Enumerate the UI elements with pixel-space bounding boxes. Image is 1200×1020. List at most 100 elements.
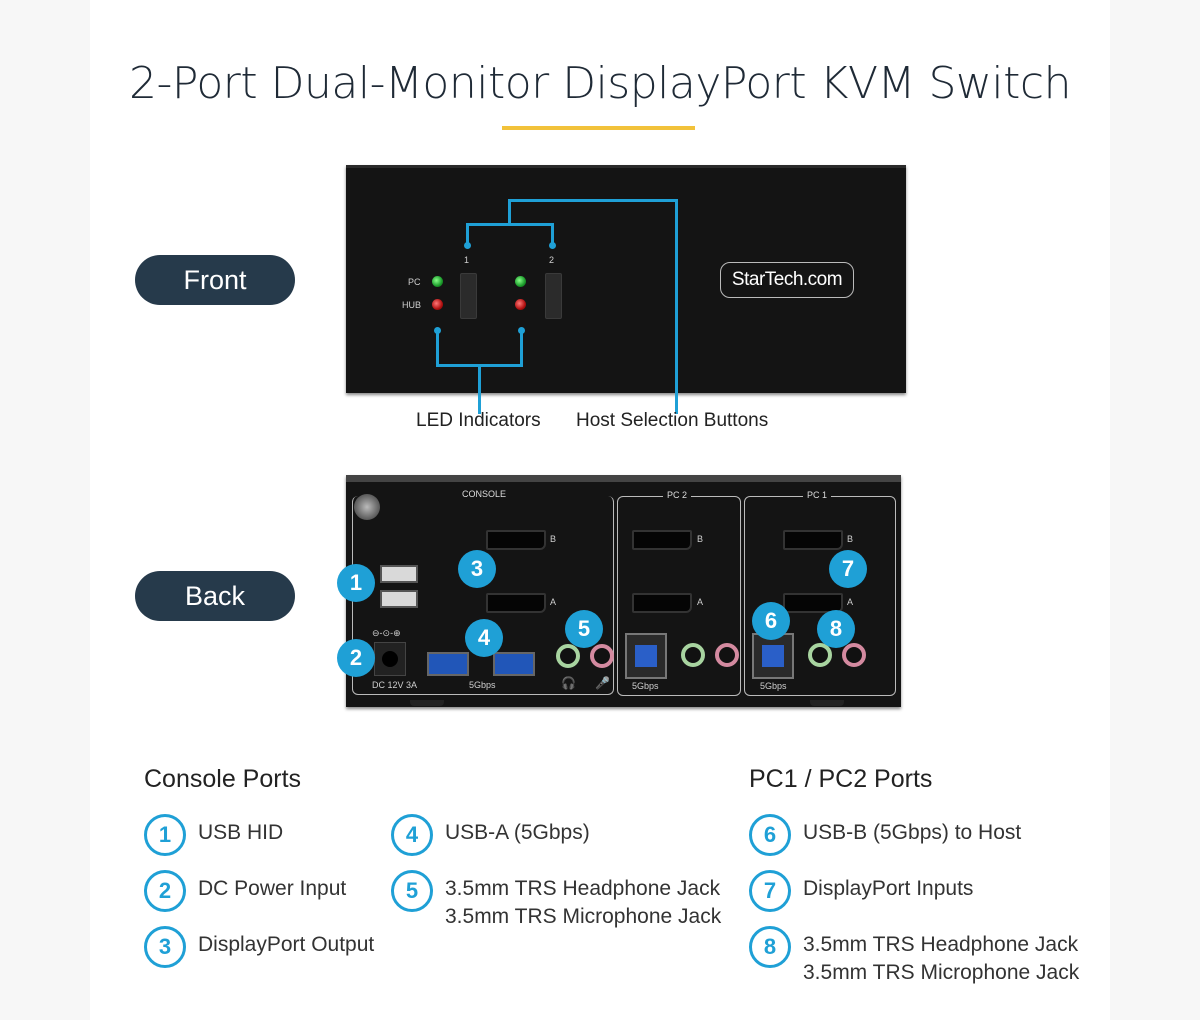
usb-speed-label: 5Gbps bbox=[469, 680, 496, 690]
ground-screw bbox=[354, 494, 380, 520]
callout-line bbox=[466, 223, 554, 226]
console-dp-b bbox=[486, 530, 546, 550]
usb-hid-port bbox=[380, 590, 418, 608]
pc2-dp-a bbox=[632, 593, 692, 613]
callout-dot bbox=[464, 242, 471, 249]
microphone-jack bbox=[842, 643, 866, 667]
legend-number: 1 bbox=[144, 814, 186, 856]
legend-number: 2 bbox=[144, 870, 186, 912]
button-number-2: 2 bbox=[549, 255, 555, 265]
pc1-dp-b bbox=[783, 530, 843, 550]
legend-text: DisplayPort Inputs bbox=[803, 877, 974, 900]
legend-number: 8 bbox=[749, 926, 791, 968]
microphone-jack bbox=[590, 644, 614, 668]
legend-number: 7 bbox=[749, 870, 791, 912]
usb-speed-label: 5Gbps bbox=[760, 681, 787, 691]
callout-line bbox=[508, 199, 511, 225]
pc2-led-green bbox=[515, 276, 526, 287]
dc-power-jack bbox=[374, 642, 406, 676]
callout-line bbox=[466, 223, 469, 245]
section-label-pc1: PC 1 bbox=[803, 490, 832, 500]
legend-number: 4 bbox=[391, 814, 433, 856]
power-rating-label: DC 12V 3A bbox=[372, 680, 418, 690]
led-label-pc: PC bbox=[408, 277, 421, 287]
legend-number: 6 bbox=[749, 814, 791, 856]
page-title: 2-Port Dual-Monitor DisplayPort KVM Swit… bbox=[129, 58, 1071, 109]
button-number-1: 1 bbox=[464, 255, 470, 265]
microphone-icon: 🎤 bbox=[595, 676, 610, 690]
callout-line bbox=[520, 330, 523, 366]
legend-number: 5 bbox=[391, 870, 433, 912]
back-label-pill: Back bbox=[135, 571, 295, 621]
callout-dot bbox=[518, 327, 525, 334]
legend-text: 3.5mm TRS Headphone Jack 3.5mm TRS Micro… bbox=[803, 933, 1080, 984]
legend-text: USB HID bbox=[198, 821, 284, 844]
section-label-console: CONSOLE bbox=[458, 489, 511, 499]
usb-a-3-port bbox=[493, 652, 535, 676]
microphone-jack bbox=[715, 643, 739, 667]
pc2-section: PC 2 bbox=[617, 490, 741, 696]
legend-item: 2 DC Power Input bbox=[144, 870, 346, 912]
headphone-jack bbox=[556, 644, 580, 668]
usb-a-3-port bbox=[427, 652, 469, 676]
pc1-section: PC 1 bbox=[744, 490, 896, 696]
pc-ports-heading: PC1 / PC2 Ports bbox=[749, 765, 933, 793]
callout-badge-8: 8 bbox=[817, 610, 855, 648]
device-foot bbox=[410, 700, 444, 706]
dp-a-label: A bbox=[550, 597, 557, 607]
legend-item: 7 DisplayPort Inputs bbox=[749, 870, 973, 912]
front-label-pill: Front bbox=[135, 255, 295, 305]
callout-line bbox=[436, 330, 439, 366]
led-label-hub: HUB bbox=[402, 300, 422, 310]
callout-badge-7: 7 bbox=[829, 550, 867, 588]
pc1-usb-b-port bbox=[752, 633, 794, 679]
device-foot bbox=[810, 700, 844, 706]
legend-number: 3 bbox=[144, 926, 186, 968]
callout-badge-2: 2 bbox=[337, 639, 375, 677]
startech-logo: StarTech.com bbox=[720, 262, 854, 298]
pc2-usb-b-port bbox=[625, 633, 667, 679]
usb-speed-label: 5Gbps bbox=[632, 681, 659, 691]
pc2-dp-b bbox=[632, 530, 692, 550]
headphone-jack bbox=[808, 643, 832, 667]
callout-line bbox=[508, 199, 678, 202]
console-ports-heading: Console Ports bbox=[144, 765, 302, 793]
dp-a-label: A bbox=[847, 597, 854, 607]
callout-badge-6: 6 bbox=[752, 602, 790, 640]
legend-item: 3 DisplayPort Output bbox=[144, 926, 374, 968]
legend-item: 1 USB HID bbox=[144, 814, 283, 856]
callout-badge-5: 5 bbox=[565, 610, 603, 648]
console-dp-a bbox=[486, 593, 546, 613]
headphone-icon: 🎧 bbox=[561, 676, 576, 690]
dp-a-label: A bbox=[697, 597, 704, 607]
headphone-jack bbox=[681, 643, 705, 667]
caption-host-selection-buttons: Host Selection Buttons bbox=[576, 410, 769, 431]
usb-hid-port bbox=[380, 565, 418, 583]
polarity-symbol: ⊖-⊙-⊕ bbox=[372, 628, 401, 638]
section-label-pc2: PC 2 bbox=[663, 490, 692, 500]
legend-text: DC Power Input bbox=[198, 877, 347, 900]
pc1-dp-a bbox=[783, 593, 843, 613]
legend-item: 5 3.5mm TRS Headphone Jack 3.5mm TRS Mic… bbox=[391, 870, 721, 931]
callout-dot bbox=[549, 242, 556, 249]
callout-badge-1: 1 bbox=[337, 564, 375, 602]
dp-b-label: B bbox=[550, 534, 557, 544]
legend-item: 4 USB-A (5Gbps) bbox=[391, 814, 590, 856]
callout-badge-4: 4 bbox=[465, 619, 503, 657]
legend-item: 8 3.5mm TRS Headphone Jack 3.5mm TRS Mic… bbox=[749, 926, 1079, 987]
callout-line bbox=[551, 223, 554, 245]
legend-item: 6 USB-B (5Gbps) to Host bbox=[749, 814, 1021, 856]
legend-text: 3.5mm TRS Headphone Jack 3.5mm TRS Micro… bbox=[445, 877, 722, 928]
title-underline bbox=[502, 126, 695, 130]
legend-text: DisplayPort Output bbox=[198, 933, 375, 956]
callout-line bbox=[675, 199, 678, 414]
host-select-button-2[interactable] bbox=[545, 273, 562, 319]
callout-line bbox=[478, 364, 481, 414]
callout-badge-3: 3 bbox=[458, 550, 496, 588]
legend-text: USB-B (5Gbps) to Host bbox=[803, 821, 1022, 844]
pc1-led-green bbox=[432, 276, 443, 287]
dp-b-label: B bbox=[847, 534, 854, 544]
callout-dot bbox=[434, 327, 441, 334]
legend-text: USB-A (5Gbps) bbox=[445, 821, 590, 844]
host-select-button-1[interactable] bbox=[460, 273, 477, 319]
